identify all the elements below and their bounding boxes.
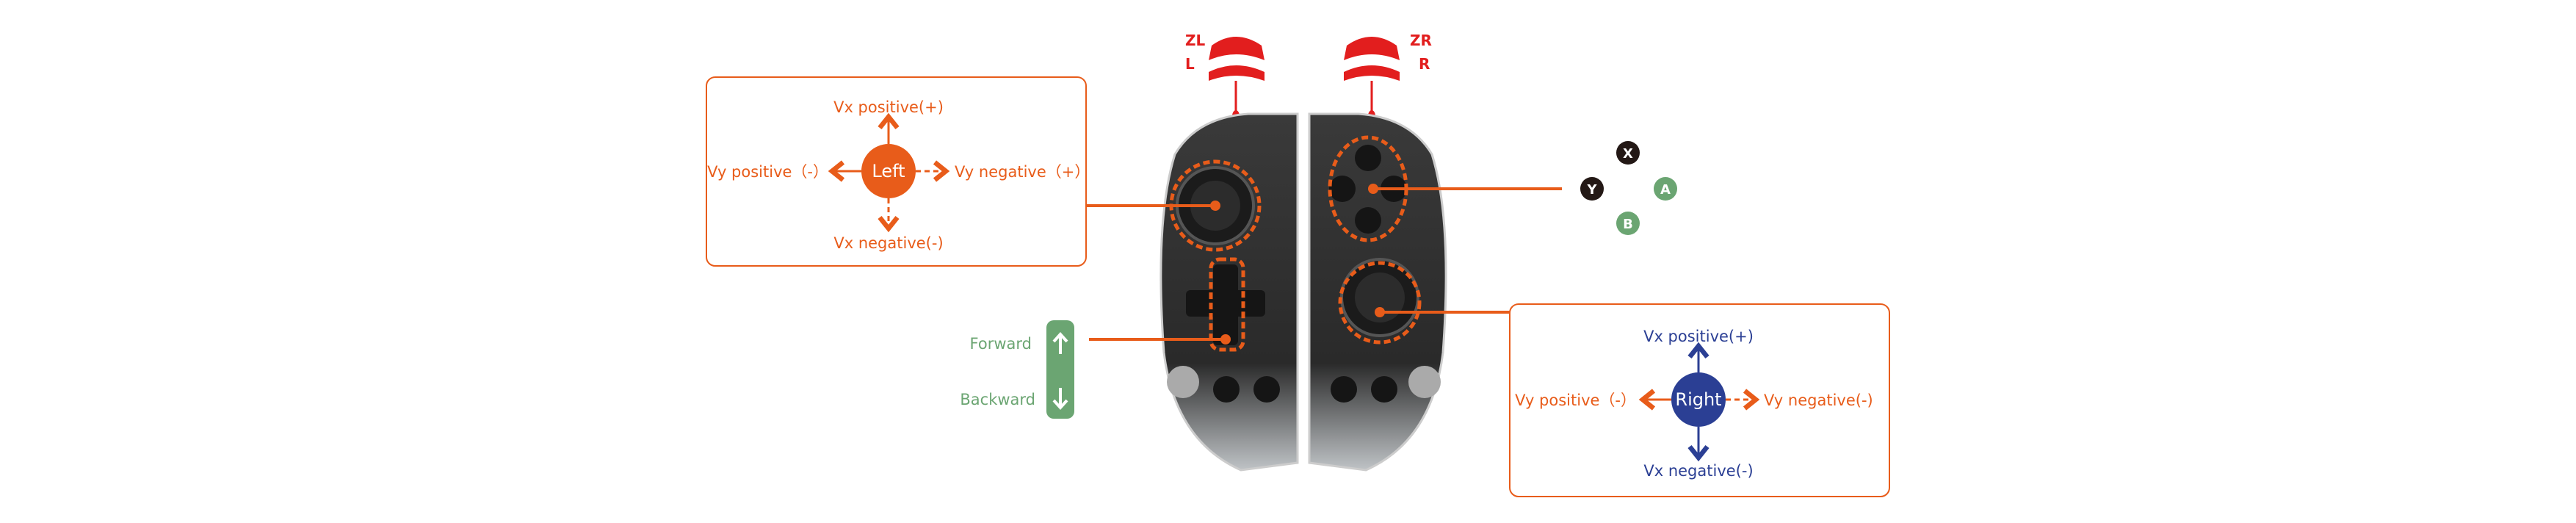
arrow-up-icon bbox=[1052, 332, 1068, 354]
forward-label: Forward bbox=[970, 335, 1032, 353]
left-down-label: Vx negative(-) bbox=[833, 234, 943, 252]
svg-text:X: X bbox=[1623, 146, 1633, 162]
button-y-icon: Y bbox=[1580, 177, 1604, 201]
button-a-icon: A bbox=[1654, 177, 1677, 201]
left-stick-badge bbox=[861, 144, 916, 198]
leader-lines bbox=[1086, 187, 1562, 341]
zl-label: ZL bbox=[1185, 32, 1206, 49]
arrow-down-icon bbox=[1052, 388, 1068, 410]
backward-label: Backward bbox=[960, 391, 1035, 408]
button-x-icon: X bbox=[1616, 141, 1640, 165]
svg-text:B: B bbox=[1623, 217, 1633, 232]
l-label: L bbox=[1185, 55, 1195, 73]
left-stick-badge-label: Left bbox=[872, 161, 905, 181]
dpad-highlight bbox=[1209, 257, 1245, 352]
right-stick-badge-label: Right bbox=[1675, 389, 1721, 410]
leader-dots bbox=[1210, 184, 1385, 345]
right-up-label: Vx positive(+) bbox=[1643, 328, 1754, 345]
left-right-label: Vy negative（+） bbox=[955, 163, 1090, 181]
left-left-label: Vy positive（-） bbox=[707, 163, 828, 181]
r-label: R bbox=[1419, 55, 1430, 73]
right-down-label: Vx negative(-) bbox=[1643, 462, 1753, 480]
button-b-icon: B bbox=[1616, 212, 1640, 235]
left-joycon-image bbox=[1159, 112, 1299, 472]
left-trigger-icon bbox=[1209, 37, 1265, 122]
right-right-label: Vy negative(-) bbox=[1764, 392, 1873, 409]
left-stick-panel bbox=[706, 76, 1087, 267]
right-left-label: Vy positive（-） bbox=[1515, 392, 1636, 409]
zr-label: ZR bbox=[1410, 32, 1432, 49]
right-stick-panel bbox=[1509, 303, 1890, 497]
right-stick-badge bbox=[1671, 372, 1726, 427]
svg-text:A: A bbox=[1660, 182, 1671, 198]
right-trigger-icon bbox=[1344, 37, 1400, 122]
right-stick-highlight bbox=[1338, 261, 1422, 345]
right-joycon-image bbox=[1308, 112, 1447, 472]
direction-pill bbox=[1046, 320, 1074, 419]
svg-text:Y: Y bbox=[1586, 182, 1597, 198]
left-up-label: Vx positive(+) bbox=[833, 98, 944, 116]
